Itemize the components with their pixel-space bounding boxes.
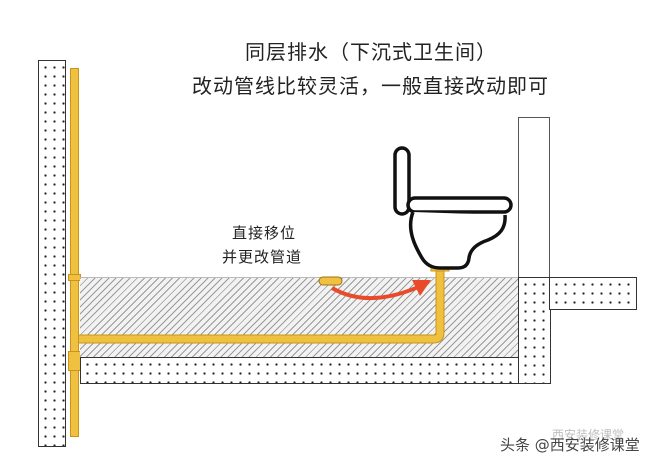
- vertical-drain-pipe: [70, 68, 79, 437]
- sunken-fill-layer: [80, 277, 518, 357]
- left-wall: [38, 60, 66, 447]
- right-wall-lower: [518, 277, 551, 384]
- diagram-title-line2: 改动管线比较灵活，一般直接改动即可: [192, 74, 549, 98]
- annotation-line2: 并更改管道: [222, 248, 303, 266]
- right-wall-upper: [518, 117, 550, 278]
- diagram-title-line1: 同层排水（下沉式卫生间）: [245, 40, 497, 64]
- watermark: 头条 @西安装修课堂: [500, 436, 640, 454]
- toilet-icon: [393, 146, 513, 270]
- floor-slab: [80, 357, 520, 384]
- watermark-ghost: 西安装修课堂: [552, 428, 625, 442]
- annotation-line1: 直接移位: [232, 224, 297, 242]
- adjacent-floor-slab: [549, 277, 637, 310]
